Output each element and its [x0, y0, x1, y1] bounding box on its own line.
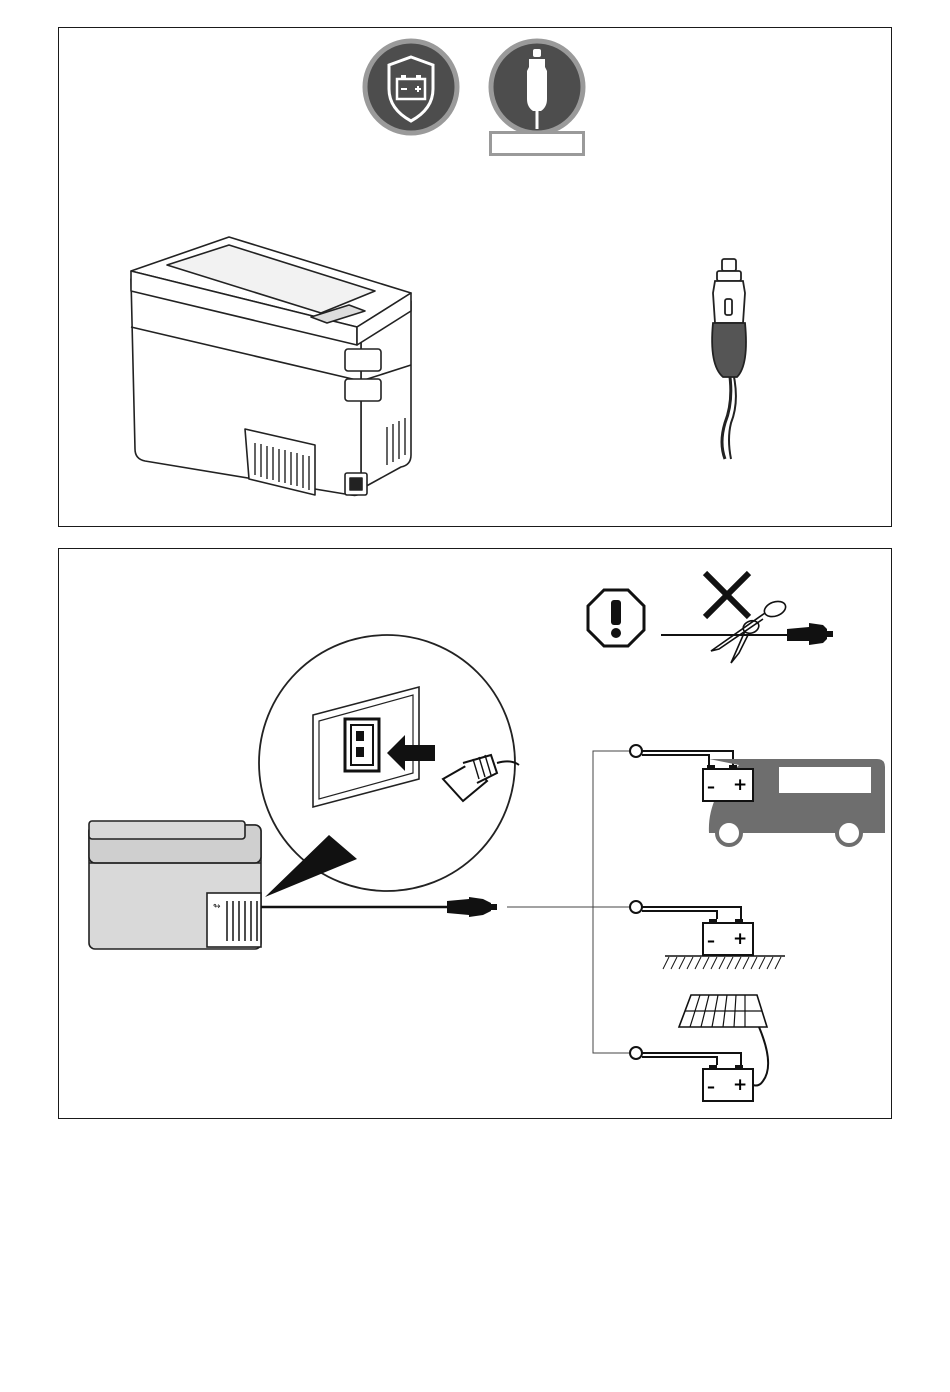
cooler-box-side-illustration: ↬ [85, 819, 295, 953]
car-plug-with-cable-illustration [699, 253, 769, 463]
do-not-cut-cable-icon [659, 567, 839, 667]
battery-minus-label: – [707, 777, 715, 796]
exclamation-octagon-icon [585, 587, 647, 649]
battery-minus-label: – [707, 1077, 715, 1096]
figure-panel-power-overview [58, 27, 892, 527]
battery-plus-label: + [733, 1075, 747, 1095]
battery-plus-label: + [733, 775, 747, 795]
figure-panel-connection: ↬ [58, 548, 892, 1119]
cooler-box-illustration [125, 233, 425, 503]
plug-label-badge [489, 131, 585, 156]
battery-shield-icon [361, 37, 461, 137]
battery-minus-label: – [707, 931, 715, 950]
battery-plus-label: + [733, 929, 747, 949]
dc-cable-with-plug [261, 895, 601, 919]
car-plug-icon [487, 37, 587, 137]
svg-text:↬: ↬ [213, 902, 221, 912]
vehicle-battery-source [630, 745, 885, 845]
solar-battery-source [630, 995, 768, 1101]
